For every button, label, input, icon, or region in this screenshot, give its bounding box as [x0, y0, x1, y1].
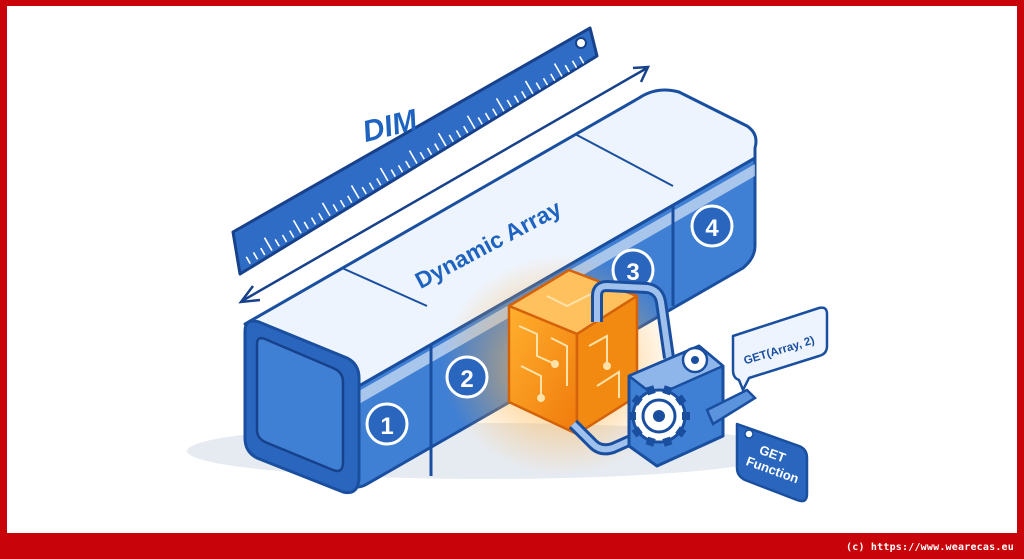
ruler-tick [361, 186, 367, 195]
ruler-ticks [245, 56, 585, 265]
get-function-grabber [568, 280, 757, 468]
ruler-tick [263, 237, 273, 251]
call-speech-bubble: GET(Array, 2) [731, 306, 829, 392]
cell-2: 2 [445, 355, 489, 399]
ruler-tick [347, 195, 353, 204]
ruler-tick [260, 247, 266, 256]
ruler-tick [448, 134, 454, 143]
extracted-element-cube [507, 268, 639, 436]
ruler-tick [571, 60, 578, 69]
cell-1: 1 [365, 402, 409, 446]
gear-tooth [628, 412, 636, 420]
cell-1-label: 1 [380, 413, 393, 440]
ruler-tick [579, 56, 585, 64]
ruler-tick [535, 82, 541, 90]
ruler-tick [292, 219, 302, 234]
ruler-tick [303, 221, 309, 230]
ruler-tick [332, 204, 338, 212]
ruler-tick [368, 182, 375, 191]
ruler-tick [564, 64, 570, 73]
dim-ruler [231, 26, 599, 276]
ruler-tick [281, 234, 288, 243]
ruler-tick [397, 164, 404, 173]
ruler-tick [437, 132, 447, 147]
ruler-tick [274, 238, 280, 247]
ruler-tick [466, 115, 476, 130]
gear-tooth [682, 412, 690, 420]
ruler-tick [419, 151, 425, 160]
ruler-tick [321, 202, 331, 217]
get-function-tag: GET Function [735, 422, 809, 503]
ruler-tick [513, 95, 520, 103]
ruler-tick [252, 252, 259, 260]
dynamic-array-illustration: DIM [187, 26, 829, 503]
ruler-tick [310, 217, 317, 225]
ruler-tick [289, 230, 295, 238]
ruler-hole [575, 37, 587, 49]
ruler-tick [379, 167, 389, 182]
gear-tooth [645, 436, 656, 447]
gear-tooth [675, 394, 687, 406]
ruler-tick [553, 63, 563, 77]
ruler-tick [506, 99, 512, 108]
array-top-face [243, 88, 758, 388]
ruler-tick [390, 169, 396, 177]
ruler-tick [550, 73, 556, 82]
ruler-tick [484, 112, 491, 121]
ruler-tick [463, 125, 469, 134]
ruler-tick [408, 150, 418, 164]
gear-tooth [631, 426, 643, 438]
ruler-tick [405, 160, 411, 169]
ruler-tick [318, 212, 324, 221]
cell-4: 4 [690, 204, 734, 248]
gear-icon [628, 385, 690, 447]
ruler-tick [350, 185, 360, 199]
ruler-tick [245, 256, 251, 265]
ruler-tick [426, 147, 433, 156]
copyright-footer: (c) https://www.wearecas.eu [846, 542, 1014, 553]
circuit-traces [518, 293, 620, 402]
dimension-arrow [238, 65, 651, 304]
ruler-tick [376, 177, 382, 186]
ruler-tick [521, 90, 527, 99]
ruler-tick [542, 77, 549, 86]
ruler-tick [477, 117, 483, 125]
gear-tooth [645, 385, 656, 396]
ruler-tick [339, 199, 346, 208]
ruler-tick [434, 143, 440, 151]
gear-tooth [662, 436, 673, 447]
ruler-tick [524, 80, 534, 95]
gear-tooth [675, 426, 687, 438]
illustration-canvas: DIM [7, 6, 1017, 533]
ruler-tick [492, 108, 498, 117]
gear-tooth [631, 394, 643, 406]
small-gear-icon [681, 346, 709, 374]
cell-3-label: 3 [626, 259, 639, 286]
ruler-tick [455, 130, 462, 138]
ruler-tick [495, 97, 505, 112]
cell-4-label: 4 [705, 215, 719, 242]
gear-tooth [662, 385, 673, 396]
cell-2-label: 2 [460, 366, 473, 393]
